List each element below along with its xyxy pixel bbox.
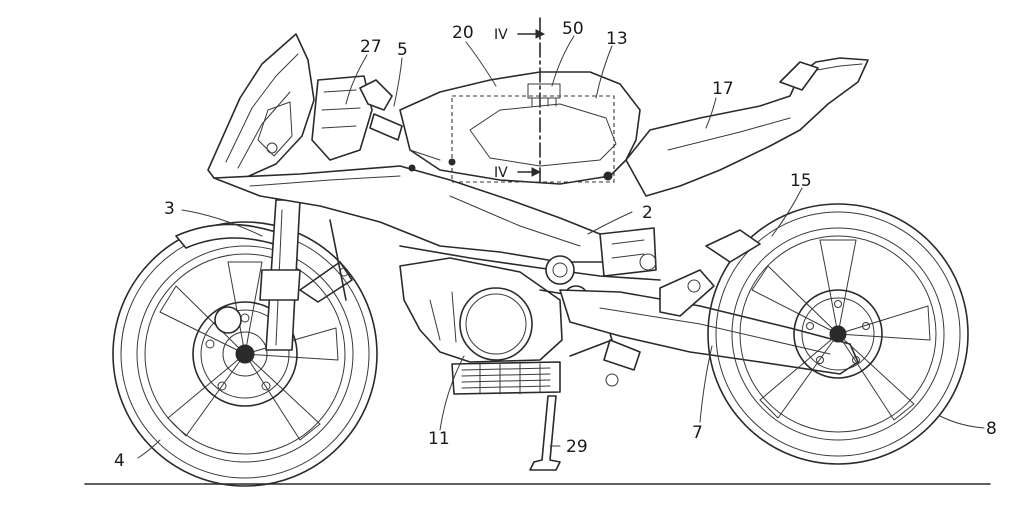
ref-label-27: 27: [360, 37, 382, 57]
front-fork: [259, 199, 353, 351]
ref-label-2: 2: [642, 203, 653, 223]
ref-label-5: 5: [397, 40, 408, 60]
section-indicator: [408, 17, 615, 187]
tail-section: [625, 57, 869, 197]
front-wheel: [112, 221, 378, 487]
fuel-tank: [399, 71, 641, 185]
ref-label-7: 7: [692, 423, 703, 443]
leader-lines: [137, 35, 985, 459]
ref-label-4: 4: [114, 451, 125, 471]
battery-pack: [451, 361, 561, 395]
section-mark-bottom: IV: [494, 165, 508, 181]
rear-hugger: [705, 229, 761, 263]
ref-label-3: 3: [164, 199, 175, 219]
ref-label-50: 50: [562, 19, 584, 39]
front-cowl: [207, 33, 315, 181]
ref-label-11: 11: [428, 429, 450, 449]
ref-label-15: 15: [790, 171, 812, 191]
ref-label-17: 17: [712, 79, 734, 99]
section-mark-top: IV: [494, 27, 508, 43]
side-stand: [529, 395, 561, 471]
swingarm: [559, 269, 859, 387]
rear-wheel: [707, 203, 969, 465]
ref-label-20: 20: [452, 23, 474, 43]
ref-label-13: 13: [606, 29, 628, 49]
ref-label-8: 8: [986, 419, 997, 439]
ref-label-29: 29: [566, 437, 588, 457]
